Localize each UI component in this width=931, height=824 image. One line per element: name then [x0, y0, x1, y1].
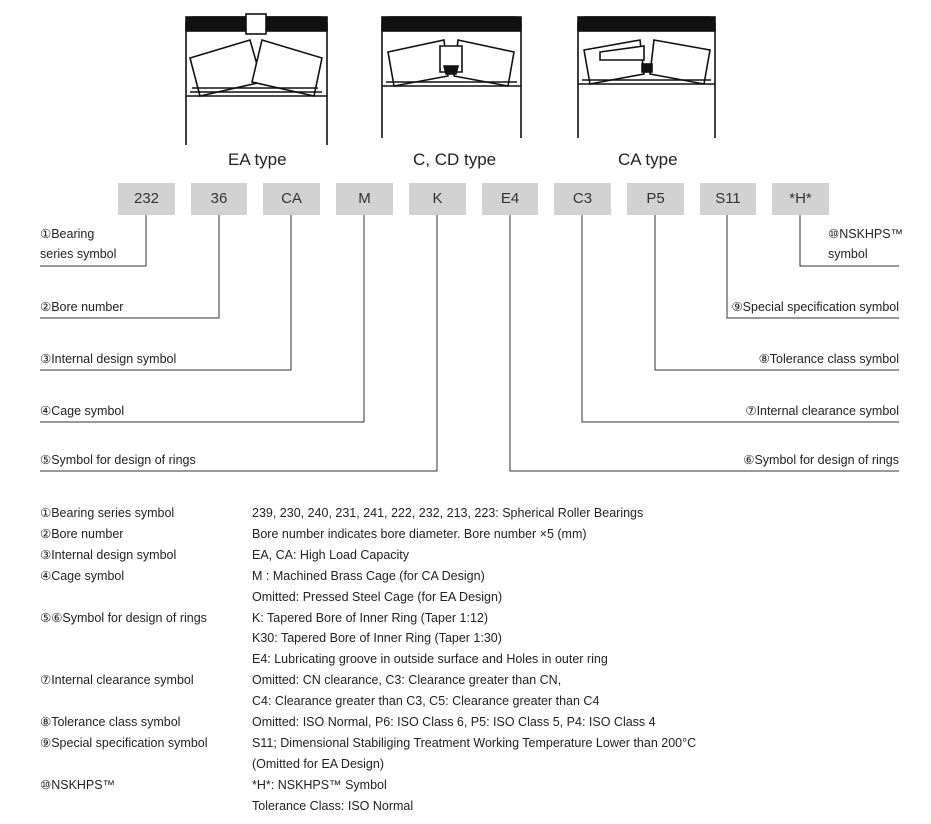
- legend-definition-line: (Omitted for EA Design): [252, 756, 384, 771]
- code-box-bearing-series: 232: [118, 183, 175, 215]
- code-box-special-spec: S11: [700, 183, 756, 215]
- callout-nskhps-symbol: ⑩NSKHPS™ symbol: [828, 227, 904, 261]
- legend-definition-line: Bore number indicates bore diameter. Bor…: [252, 526, 587, 541]
- code-box-ring-design-e4: E4: [482, 183, 538, 215]
- leader-line-4: [40, 215, 365, 423]
- type-label-ea: EA type: [228, 150, 287, 169]
- code-box-cage: M: [336, 183, 393, 215]
- legend-row: ⑦Internal clearance symbol Omitted: CN cl…: [40, 670, 696, 712]
- leader-line-8: [654, 215, 899, 371]
- code-box-internal-clearance: C3: [554, 183, 611, 215]
- legend-term: ①Bearing series symbol: [40, 506, 175, 520]
- callout-ring-design-symbol-5: ⑤Symbol for design of rings: [40, 453, 196, 467]
- code-box-internal-design: CA: [263, 183, 320, 215]
- legend-definitions: Bore number indicates bore diameter. Bor…: [252, 524, 587, 545]
- legend-definition-line: Omitted: Pressed Steel Cage (for EA Desi…: [252, 589, 503, 604]
- leader-lines: [40, 215, 899, 472]
- legend-row: ④Cage symbol M : Machined Brass Cage (for…: [40, 566, 696, 608]
- legend-definitions: Omitted: ISO Normal, P6: ISO Class 6, P5…: [252, 712, 656, 733]
- leader-line-3: [40, 215, 292, 371]
- code-box-tolerance-class: P5: [627, 183, 684, 215]
- legend-definition-line: K30: Tapered Bore of Inner Ring (Taper 1…: [252, 631, 502, 646]
- legend-definition-line: 239, 230, 240, 231, 241, 222, 232, 213, …: [252, 506, 644, 520]
- legend-definition-line: S11; Dimensional Stabiliging Treatment W…: [252, 735, 697, 750]
- leader-line-1: [40, 215, 147, 267]
- legend-term: ⑤⑥Symbol for design of rings: [40, 610, 207, 625]
- legend-definitions: S11; Dimensional Stabiliging Treatment W…: [252, 733, 696, 775]
- legend-term: ④Cage symbol: [40, 568, 125, 583]
- legend-term: ⑩NSKHPS™: [40, 777, 116, 792]
- callout-bearing-series-symbol: ①Bearing series symbol: [40, 227, 117, 261]
- legend-definition-line: E4: Lubricating groove in outside surfac…: [252, 652, 608, 667]
- code-box-ring-design-k: K: [409, 183, 466, 215]
- legend-row: ⑧Tolerance class symbol Omitted: ISO Norm…: [40, 712, 696, 733]
- callout-bore-number: ②Bore number: [40, 300, 124, 314]
- callout-tolerance-class-symbol: ⑧Tolerance class symbol: [758, 352, 899, 366]
- code-box-nskhps: *H*: [772, 183, 829, 215]
- callout-ring-design-symbol-6: ⑥Symbol for design of rings: [743, 453, 899, 467]
- leader-line-7: [581, 215, 899, 423]
- legend-term: ②Bore number: [40, 526, 124, 541]
- code-box-bore-number: 36: [191, 183, 247, 215]
- ca-type-bearing-illustration: [577, 16, 716, 138]
- leader-line-2: [40, 215, 220, 319]
- legend-row: ③Internal design symbol EA, CA: High Load…: [40, 545, 696, 566]
- legend-definition-line: Tolerance Class: ISO Normal: [252, 798, 414, 813]
- legend-row: ①Bearing series symbol 239, 230, 240, 231…: [40, 503, 696, 524]
- legend-row: ②Bore number Bore number indicates bore d…: [40, 524, 696, 545]
- leader-line-5: [40, 215, 438, 472]
- legend-definitions: K: Tapered Bore of Inner Ring (Taper 1:1…: [252, 608, 608, 671]
- callout-internal-design-symbol: ③Internal design symbol: [40, 352, 177, 366]
- ea-type-bearing-illustration: [185, 13, 328, 145]
- legend-definition-line: K: Tapered Bore of Inner Ring (Taper 1:1…: [252, 610, 489, 625]
- legend-definition-line: Omitted: ISO Normal, P6: ISO Class 6, P5…: [252, 715, 656, 730]
- legend-term: ⑧Tolerance class symbol: [40, 715, 181, 730]
- legend-term: ⑨Special specification symbol: [40, 735, 208, 750]
- legend-definition-line: C4: Clearance greater than C3, C5: Clear…: [252, 694, 600, 709]
- c-cd-type-bearing-illustration: [381, 16, 522, 138]
- callout-internal-clearance-symbol: ⑦Internal clearance symbol: [745, 404, 899, 418]
- type-label-c-cd: C, CD type: [413, 150, 497, 169]
- legend-term: ③Internal design symbol: [40, 547, 177, 562]
- legend-definition-line: Omitted: CN clearance, C3: Clearance gre…: [252, 673, 562, 688]
- callout-special-specification-symbol: ⑨Special specification symbol: [731, 300, 899, 314]
- leader-line-6: [509, 215, 899, 472]
- type-label-ca: CA type: [618, 150, 678, 169]
- leader-line-9: [726, 215, 899, 319]
- legend-table: ①Bearing series symbol 239, 230, 240, 231…: [40, 503, 696, 817]
- legend-definition-line: *H*: NSKHPS™ Symbol: [252, 777, 387, 792]
- callout-cage-symbol: ④Cage symbol: [40, 404, 125, 418]
- legend-definition-line: EA, CA: High Load Capacity: [252, 547, 410, 562]
- legend-row: ⑨Special specification symbol S11; Dimens…: [40, 733, 696, 775]
- legend-definitions: Omitted: CN clearance, C3: Clearance gre…: [252, 670, 599, 712]
- legend-row: ⑤⑥Symbol for design of rings K: Tapered B…: [40, 608, 696, 671]
- legend-definition-line: M : Machined Brass Cage (for CA Design): [252, 568, 485, 583]
- legend-definitions: M : Machined Brass Cage (for CA Design) O…: [252, 566, 502, 608]
- leader-line-10: [799, 215, 899, 267]
- legend-term: ⑦Internal clearance symbol: [40, 673, 194, 688]
- legend-definitions: EA, CA: High Load Capacity: [252, 545, 409, 566]
- legend-definitions: 239, 230, 240, 231, 241, 222, 232, 213, …: [252, 503, 643, 524]
